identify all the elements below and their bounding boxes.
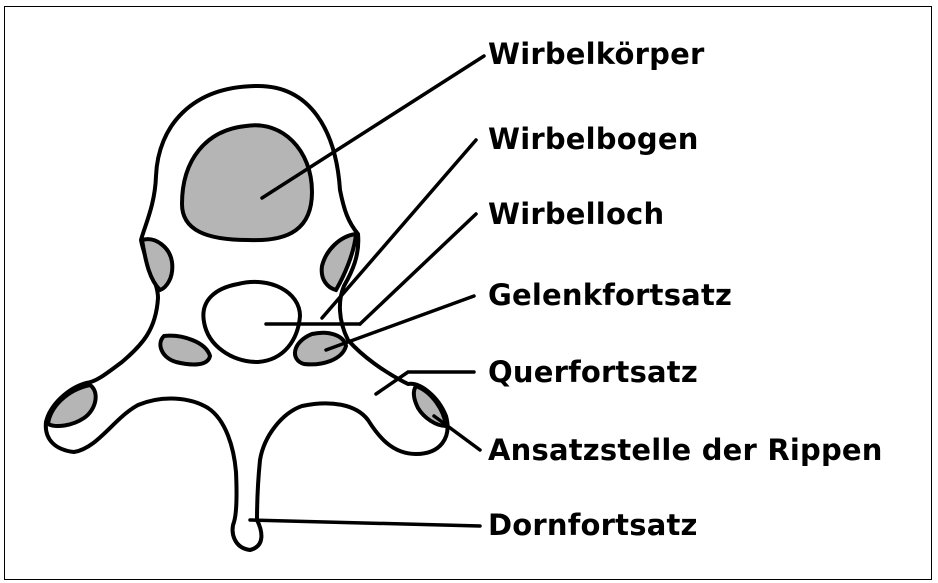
label-wirbelloch: Wirbelloch xyxy=(488,200,664,229)
label-wirbelkoerper: Wirbelkörper xyxy=(488,40,704,69)
leader-line-dornfortsatz xyxy=(250,520,480,526)
label-querfortsatz: Querfortsatz xyxy=(488,358,698,387)
label-wirbelbogen: Wirbelbogen xyxy=(488,125,699,154)
leader-line-wirbelloch-2 xyxy=(360,214,476,324)
label-dornfortsatz: Dornfortsatz xyxy=(488,511,698,540)
label-gelenkfortsatz: Gelenkfortsatz xyxy=(488,281,732,310)
label-ansatzstelle-der-rippen: Ansatzstelle der Rippen xyxy=(488,436,883,465)
